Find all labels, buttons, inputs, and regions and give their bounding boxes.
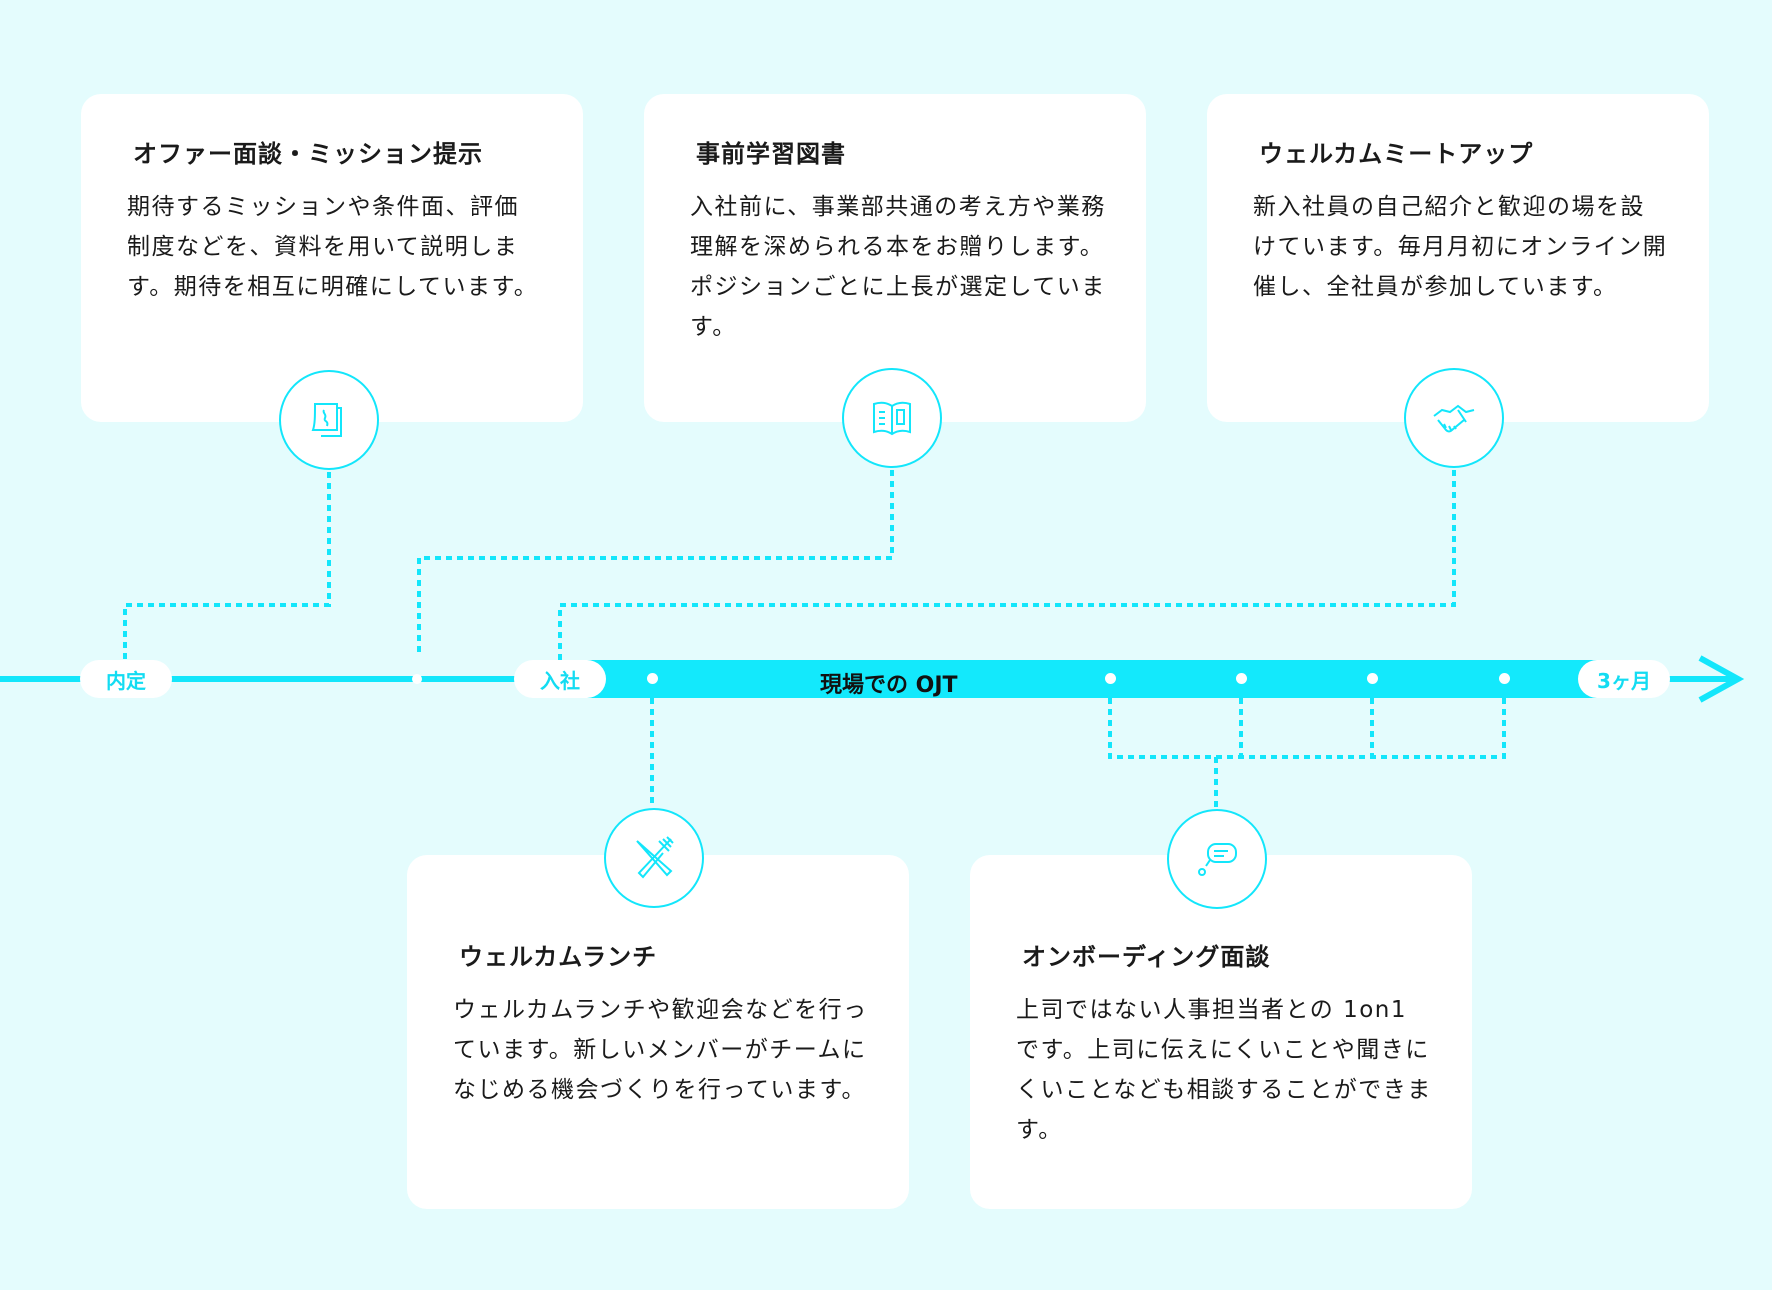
milestone-join: 入社 bbox=[514, 660, 606, 698]
card-body: 上司ではない人事担当者との 1on1 です。上司に伝えにくいことや聞きにくいこと… bbox=[1016, 997, 1432, 1143]
card-title: ウェルカムミートアップ bbox=[1259, 140, 1534, 168]
document-icon bbox=[279, 370, 379, 470]
milestone-dot bbox=[647, 673, 658, 684]
milestone-dot bbox=[1105, 673, 1116, 684]
card-offer: オファー面談・ミッション提示 期待するミッションや条件面、評価制度などを、資料を… bbox=[81, 94, 583, 422]
card-body: 入社前に、事業部共通の考え方や業務理解を深められる本をお贈りします。ポジションご… bbox=[690, 194, 1106, 340]
milestone-dot bbox=[1499, 673, 1510, 684]
handshake-icon bbox=[1404, 368, 1504, 468]
card-lunch: ウェルカムランチ ウェルカムランチや歓迎会などを行っています。新しいメンバーがチ… bbox=[407, 855, 909, 1209]
ojt-bar bbox=[575, 660, 1605, 698]
ojt-label: 現場での OJT bbox=[820, 673, 958, 698]
card-title: ウェルカムランチ bbox=[459, 943, 658, 971]
milestone-dot bbox=[1236, 673, 1247, 684]
card-body: 新入社員の自己紹介と歓迎の場を設けています。毎月月初にオンライン開催し、全社員が… bbox=[1253, 194, 1668, 300]
card-title: 事前学習図書 bbox=[696, 140, 846, 168]
arrow-head-icon bbox=[1698, 655, 1745, 703]
connector-interviews bbox=[1108, 698, 1506, 759]
card-body: ウェルカムランチや歓迎会などを行っています。新しいメンバーがチームになじめる機会… bbox=[453, 997, 868, 1103]
connector-books bbox=[417, 470, 894, 655]
card-onboarding: オンボーディング面談 上司ではない人事担当者との 1on1 です。上司に伝えにく… bbox=[970, 855, 1472, 1209]
book-icon bbox=[842, 368, 942, 468]
chat-icon bbox=[1167, 809, 1267, 909]
fork-knife-icon bbox=[604, 808, 704, 908]
connector-meetup bbox=[558, 470, 1456, 660]
card-title: オファー面談・ミッション提示 bbox=[133, 140, 483, 168]
card-body: 期待するミッションや条件面、評価制度などを、資料を用いて説明します。期待を相互に… bbox=[127, 194, 539, 300]
milestone-dot bbox=[1367, 673, 1378, 684]
connector-offer bbox=[123, 472, 331, 660]
card-title: オンボーディング面談 bbox=[1022, 943, 1271, 971]
milestone-3-months: 3ヶ月 bbox=[1578, 660, 1670, 698]
milestone-offer: 内定 bbox=[80, 660, 172, 698]
card-books: 事前学習図書 入社前に、事業部共通の考え方や業務理解を深められる本をお贈りします… bbox=[644, 94, 1146, 422]
card-meetup: ウェルカムミートアップ 新入社員の自己紹介と歓迎の場を設けています。毎月月初にオ… bbox=[1207, 94, 1709, 422]
